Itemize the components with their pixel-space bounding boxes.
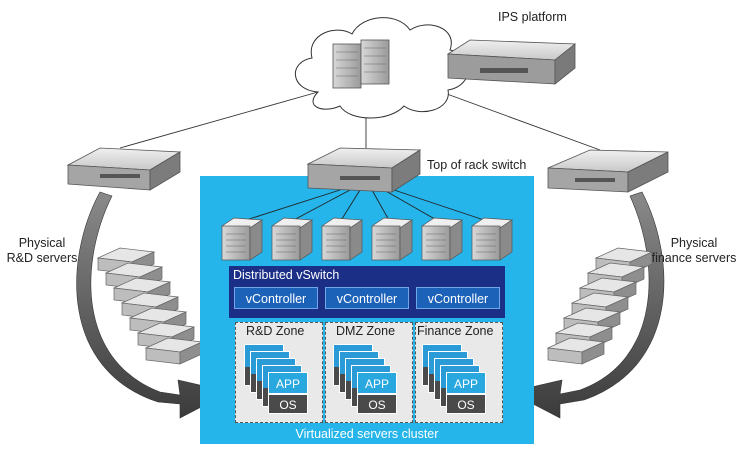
finance-physical-servers <box>546 247 654 365</box>
dmz-app-card: APP <box>357 372 397 394</box>
ips-platform-device <box>446 39 577 85</box>
physical-rd-line1: Physical <box>18 236 66 250</box>
rd-app-card: APP <box>268 372 308 394</box>
physical-fin-line2: finance servers <box>651 251 737 265</box>
dmz-zone-title: DMZ Zone <box>336 324 396 338</box>
finance-zone-title: Finance Zone <box>417 324 494 338</box>
right-switch <box>547 149 669 193</box>
left-arrow <box>76 191 231 419</box>
physical-rd-label: Physical R&D servers <box>2 236 82 266</box>
top-of-rack-switch-device <box>306 147 422 193</box>
rd-server-unit <box>120 292 180 320</box>
physical-finance-label: Physical finance servers <box>646 236 742 266</box>
distributed-vswitch-title: Distributed vSwitch <box>233 268 340 282</box>
finance-os-card: OS <box>446 394 486 414</box>
rack-links <box>239 189 491 223</box>
left-switch <box>66 147 182 191</box>
finance-server-unit <box>546 337 606 365</box>
rd-physical-servers <box>96 247 204 365</box>
rack-server-unit <box>270 217 314 261</box>
vcontroller-3: vController <box>416 287 500 309</box>
rack-server-unit <box>420 217 464 261</box>
cluster-caption: Virtualized servers cluster <box>295 427 439 441</box>
rd-server-unit <box>144 337 204 365</box>
rd-os-card: OS <box>268 394 308 414</box>
rd-zone-title: R&D Zone <box>246 324 305 338</box>
physical-fin-line1: Physical <box>670 236 718 250</box>
vcontroller-2: vController <box>325 287 409 309</box>
cloud-servers <box>332 39 390 89</box>
rack-servers <box>220 217 514 261</box>
rack-server-unit <box>320 217 364 261</box>
finance-app-card: APP <box>446 372 486 394</box>
rack-server-unit <box>370 217 414 261</box>
rack-server-unit <box>220 217 264 261</box>
top-of-rack-label: Top of rack switch <box>427 158 527 172</box>
rack-server-unit <box>470 217 514 261</box>
dmz-os-card: OS <box>357 394 397 414</box>
ips-platform-label: IPS platform <box>498 10 567 24</box>
vcontroller-1: vController <box>234 287 318 309</box>
physical-rd-line2: R&D servers <box>6 251 78 265</box>
right-arrow <box>509 191 665 419</box>
